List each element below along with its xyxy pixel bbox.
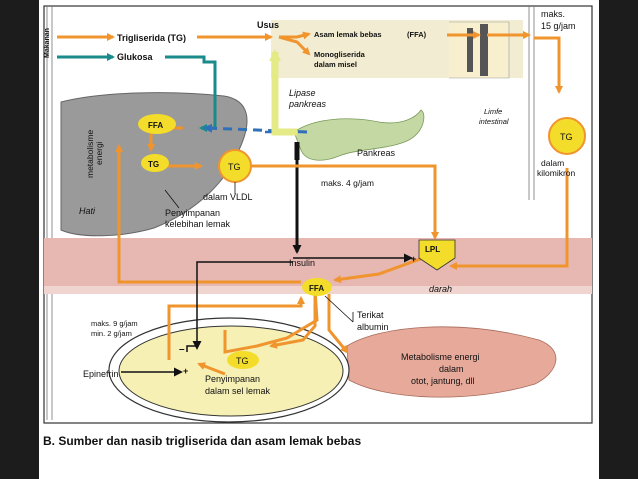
label-darah: darah (429, 284, 452, 294)
lpl-box (418, 239, 456, 271)
label-tg-fat: TG (236, 356, 249, 366)
arrow-ffa-to-fat-tg (269, 290, 317, 349)
pointer-penyimpanan (164, 189, 180, 209)
arrow-to-ffa (279, 31, 311, 40)
arrow-vldl-to-lpl (249, 164, 439, 240)
minus-bracket (186, 345, 197, 352)
textbook-page: Makanan Trigliserida (TG) Glukosa Usus A… (39, 0, 599, 479)
label-ffa-liver: FFA (148, 121, 163, 130)
label-kelebihan-lemak: kelebihan lemak (165, 219, 231, 229)
villi-icon (467, 24, 488, 76)
lipid-metabolism-diagram: Makanan Trigliserida (TG) Glukosa Usus A… (43, 5, 593, 448)
arrow-ffa-to-liver (115, 144, 301, 284)
label-misel: dalam misel (314, 60, 357, 69)
label-intestinal: intestinal (479, 117, 509, 126)
label-dalam-kilo: dalam (541, 158, 564, 168)
label-limfe: Limfe (484, 107, 502, 116)
label-penyimpanan: Penyimpanan (165, 208, 220, 218)
blood-band (44, 238, 592, 286)
label-dalam-vldl: dalam VLDL (203, 192, 253, 202)
label-epinefrin: Epinefrin (83, 369, 119, 379)
label-hati: Hati (79, 206, 96, 216)
fat-cell-inner (118, 325, 344, 417)
label-tg-liver: TG (148, 160, 159, 169)
label-pankreas-lipase: pankreas (288, 99, 327, 109)
arrow-ffa-to-muscle (327, 294, 349, 354)
sign-plus-lpl: + (411, 254, 416, 264)
label-metab-otot: Metabolisme energi (401, 352, 480, 362)
arrow-lpl-to-ffa (333, 256, 424, 284)
label-usus: Usus (257, 20, 279, 30)
arrow-tg-to-release (197, 362, 226, 376)
villi-block (449, 21, 510, 79)
label-15gjam: 15 g/jam (541, 21, 576, 31)
tg-kilomikron-circle (548, 117, 586, 155)
label-maks-fat: maks. 9 g/jam (91, 319, 138, 328)
arrow-fat-to-ffa (167, 296, 305, 360)
tg-fat-oval (227, 351, 259, 369)
label-penyimpanan-sel: Penyimpanan (205, 374, 260, 384)
label-maks-top: maks. (541, 9, 565, 19)
arrow-to-monogliserida (278, 35, 311, 56)
arrow-lipase (269, 49, 297, 136)
label-maks-vldl: maks. 4 g/jam (321, 178, 374, 188)
label-ffa-paren: (FFA) (407, 30, 427, 39)
label-insulin: Insulin (289, 258, 315, 268)
label-sel-lemak: dalam sel lemak (205, 386, 271, 396)
label-otot-jantung: otot, jantung, dll (411, 376, 475, 386)
pancreas-shape (293, 109, 425, 161)
label-tg-vldl: TG (228, 162, 241, 172)
label-asam-lemak: Asam lemak bebas (314, 30, 382, 39)
ffa-blood-oval (302, 278, 332, 296)
label-lpl: LPL (425, 245, 440, 254)
pointer-terikat (324, 295, 354, 323)
ffa-liver-oval (138, 114, 176, 134)
label-glukosa: Glukosa (117, 52, 154, 62)
arrow-insulin-to-fat (192, 261, 293, 350)
tg-liver-oval (141, 154, 169, 172)
arrow-kilomikron-to-lpl (449, 168, 569, 270)
label-albumin: albumin (357, 322, 389, 332)
label-lipase: Lipase (289, 88, 316, 98)
label-pankreas: Pankreas (357, 148, 396, 158)
gut-wall-left (46, 6, 53, 420)
label-metab-dalam: dalam (439, 364, 464, 374)
sign-plus-fat: + (183, 366, 188, 376)
label-metabolisme: metabolisme (85, 130, 95, 178)
label-ffa-blood: FFA (309, 284, 324, 293)
arrow-lymph-down (534, 36, 563, 94)
label-tg-kilo: TG (560, 132, 573, 142)
label-makanan: Makanan (44, 28, 51, 58)
label-energi: energi (94, 141, 104, 165)
label-terikat: Terikat (357, 310, 384, 320)
label-trigliserida: Trigliserida (TG) (117, 33, 186, 43)
label-kilomikron: kilomikron (537, 168, 576, 178)
label-min-fat: min. 2 g/jam (91, 329, 132, 338)
sign-minus-fat: – (179, 344, 185, 355)
label-monogliserida: Monogliserida (314, 50, 366, 59)
muscle-shape (346, 326, 557, 398)
figure-caption: B. Sumber dan nasib trigliserida dan asa… (43, 434, 361, 448)
